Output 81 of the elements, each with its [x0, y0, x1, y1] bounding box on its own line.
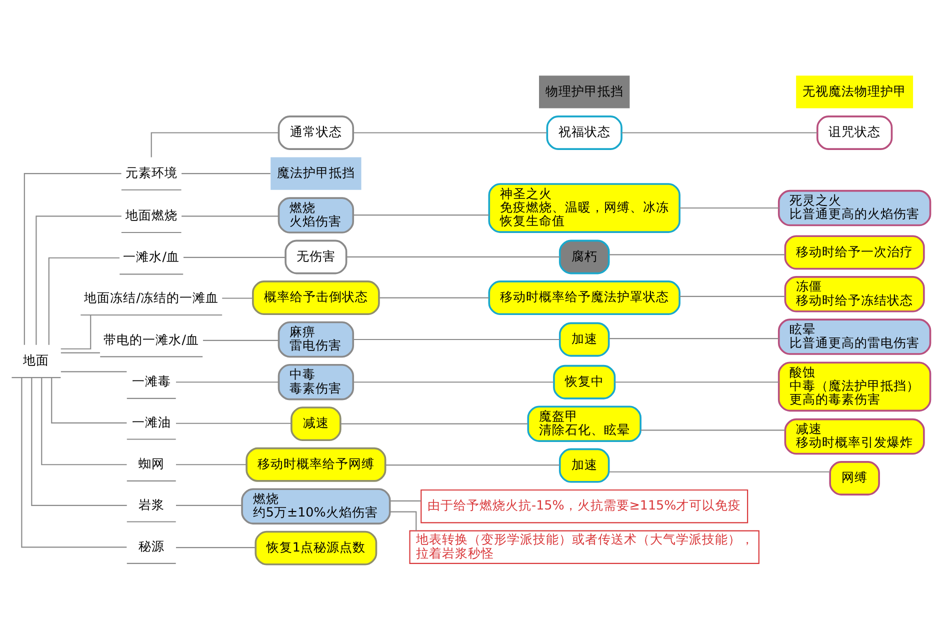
node-text: 岩浆: [138, 496, 164, 512]
node-box: 减速: [290, 406, 342, 441]
node-box: 移动时概率给予网缚: [246, 446, 386, 482]
connector: [353, 338, 560, 340]
connector: [184, 256, 286, 258]
node-box: 麻痹 雷电伤害: [278, 320, 354, 358]
node-box: 无伤害: [284, 239, 348, 274]
connector: [150, 132, 279, 157]
connector: [640, 429, 786, 430]
node-box: 网缚: [829, 460, 880, 495]
node-text: 地面: [23, 352, 50, 368]
node-text: 地面燃烧: [125, 207, 178, 222]
node-box: 燃烧 约5万±10%火焰伤害: [241, 488, 391, 524]
connector: [385, 464, 560, 466]
connector: [609, 254, 785, 255]
connector: [353, 381, 554, 382]
node-box: 祝福状态: [546, 115, 622, 150]
connector: [346, 256, 560, 258]
connector: [379, 296, 489, 298]
node-box: 冻僵 移动时给予冻结状态: [784, 276, 925, 312]
node-box: 腐朽: [558, 239, 610, 274]
connector: [353, 132, 547, 133]
node-box: 恢复中: [553, 364, 616, 399]
connector: [176, 546, 256, 548]
connector: [609, 470, 830, 472]
node-box: 加速: [558, 448, 610, 482]
connector: [176, 504, 242, 506]
node-box: 眩晕 比普通更高的雷电伤害: [778, 318, 932, 354]
node-text: 元素环境: [125, 164, 178, 180]
connector: [609, 338, 779, 339]
node-box: 中毒 毒素伤害: [278, 363, 354, 400]
connector: [31, 377, 127, 506]
connector: [24, 172, 122, 344]
node-text: 一滩水/血: [123, 248, 180, 264]
connector: [622, 132, 818, 133]
connector: [176, 381, 279, 382]
connector: [51, 377, 127, 423]
connector: [60, 352, 100, 353]
node-box: 死灵之火 比普通更高的火焰伤害: [778, 189, 932, 226]
connector: [176, 422, 292, 424]
node-box: 移动时给予一次治疗: [784, 234, 925, 270]
node-text: 蜘网: [138, 455, 164, 470]
node-text: 一滩油: [132, 414, 171, 429]
connector: [48, 256, 120, 344]
node-box: 神圣之火 免疫燃烧、温暖，网缚、冰冻 恢复生命值: [488, 182, 680, 232]
connector: [60, 370, 127, 372]
node-box: 诅咒状态: [816, 115, 893, 150]
connector: [222, 297, 253, 298]
node-box: 概率给予击倒状态: [252, 280, 380, 315]
node-box: 移动时概率给予魔法护罩状态: [488, 280, 680, 315]
node-box: 酸蚀 中毒（魔法护甲抵挡） 更高的毒素伤害: [778, 361, 932, 412]
connector: [614, 381, 779, 382]
node-box: 无视魔法物理护甲: [796, 75, 914, 108]
node-box: 减速 移动时概率引发爆炸: [784, 418, 925, 454]
connector: [182, 215, 279, 216]
node-text: 一滩毒: [132, 372, 171, 388]
node-text: 带电的一滩水/血: [104, 331, 200, 346]
connector: [340, 422, 528, 424]
node-box: 燃烧 火焰伤害: [278, 196, 354, 233]
connector: [390, 510, 417, 530]
connector: [176, 464, 246, 465]
connector: [680, 206, 779, 208]
node-box: 由于给予燃烧火抗-15%，火抗需要≥115%才可以免疫: [420, 488, 748, 523]
node-box: 魔法护甲抵挡: [270, 156, 362, 190]
node-box: 加速: [558, 322, 610, 356]
connector: [21, 377, 127, 548]
connector: [390, 500, 421, 501]
connector: [182, 172, 270, 174]
node-text: 秘源: [138, 538, 164, 553]
node-box: 物理护甲抵挡: [539, 75, 630, 108]
node-box: 地表转换（变形学派技能）或者传送术（大气学派技能），拉着岩浆秒怪: [409, 530, 760, 564]
connector: [36, 215, 122, 344]
connector: [680, 295, 786, 296]
node-box: 恢复1点秘源点数: [254, 530, 378, 565]
node-box: 魔盔甲 清除石化、眩晕: [527, 405, 642, 442]
connector: [60, 314, 92, 349]
node-text: 地面冻结/冻结的一滩血: [84, 290, 219, 305]
node-box: 通常状态: [278, 115, 354, 150]
connector: [353, 214, 489, 216]
connector: [203, 339, 279, 340]
connector: [41, 377, 127, 465]
